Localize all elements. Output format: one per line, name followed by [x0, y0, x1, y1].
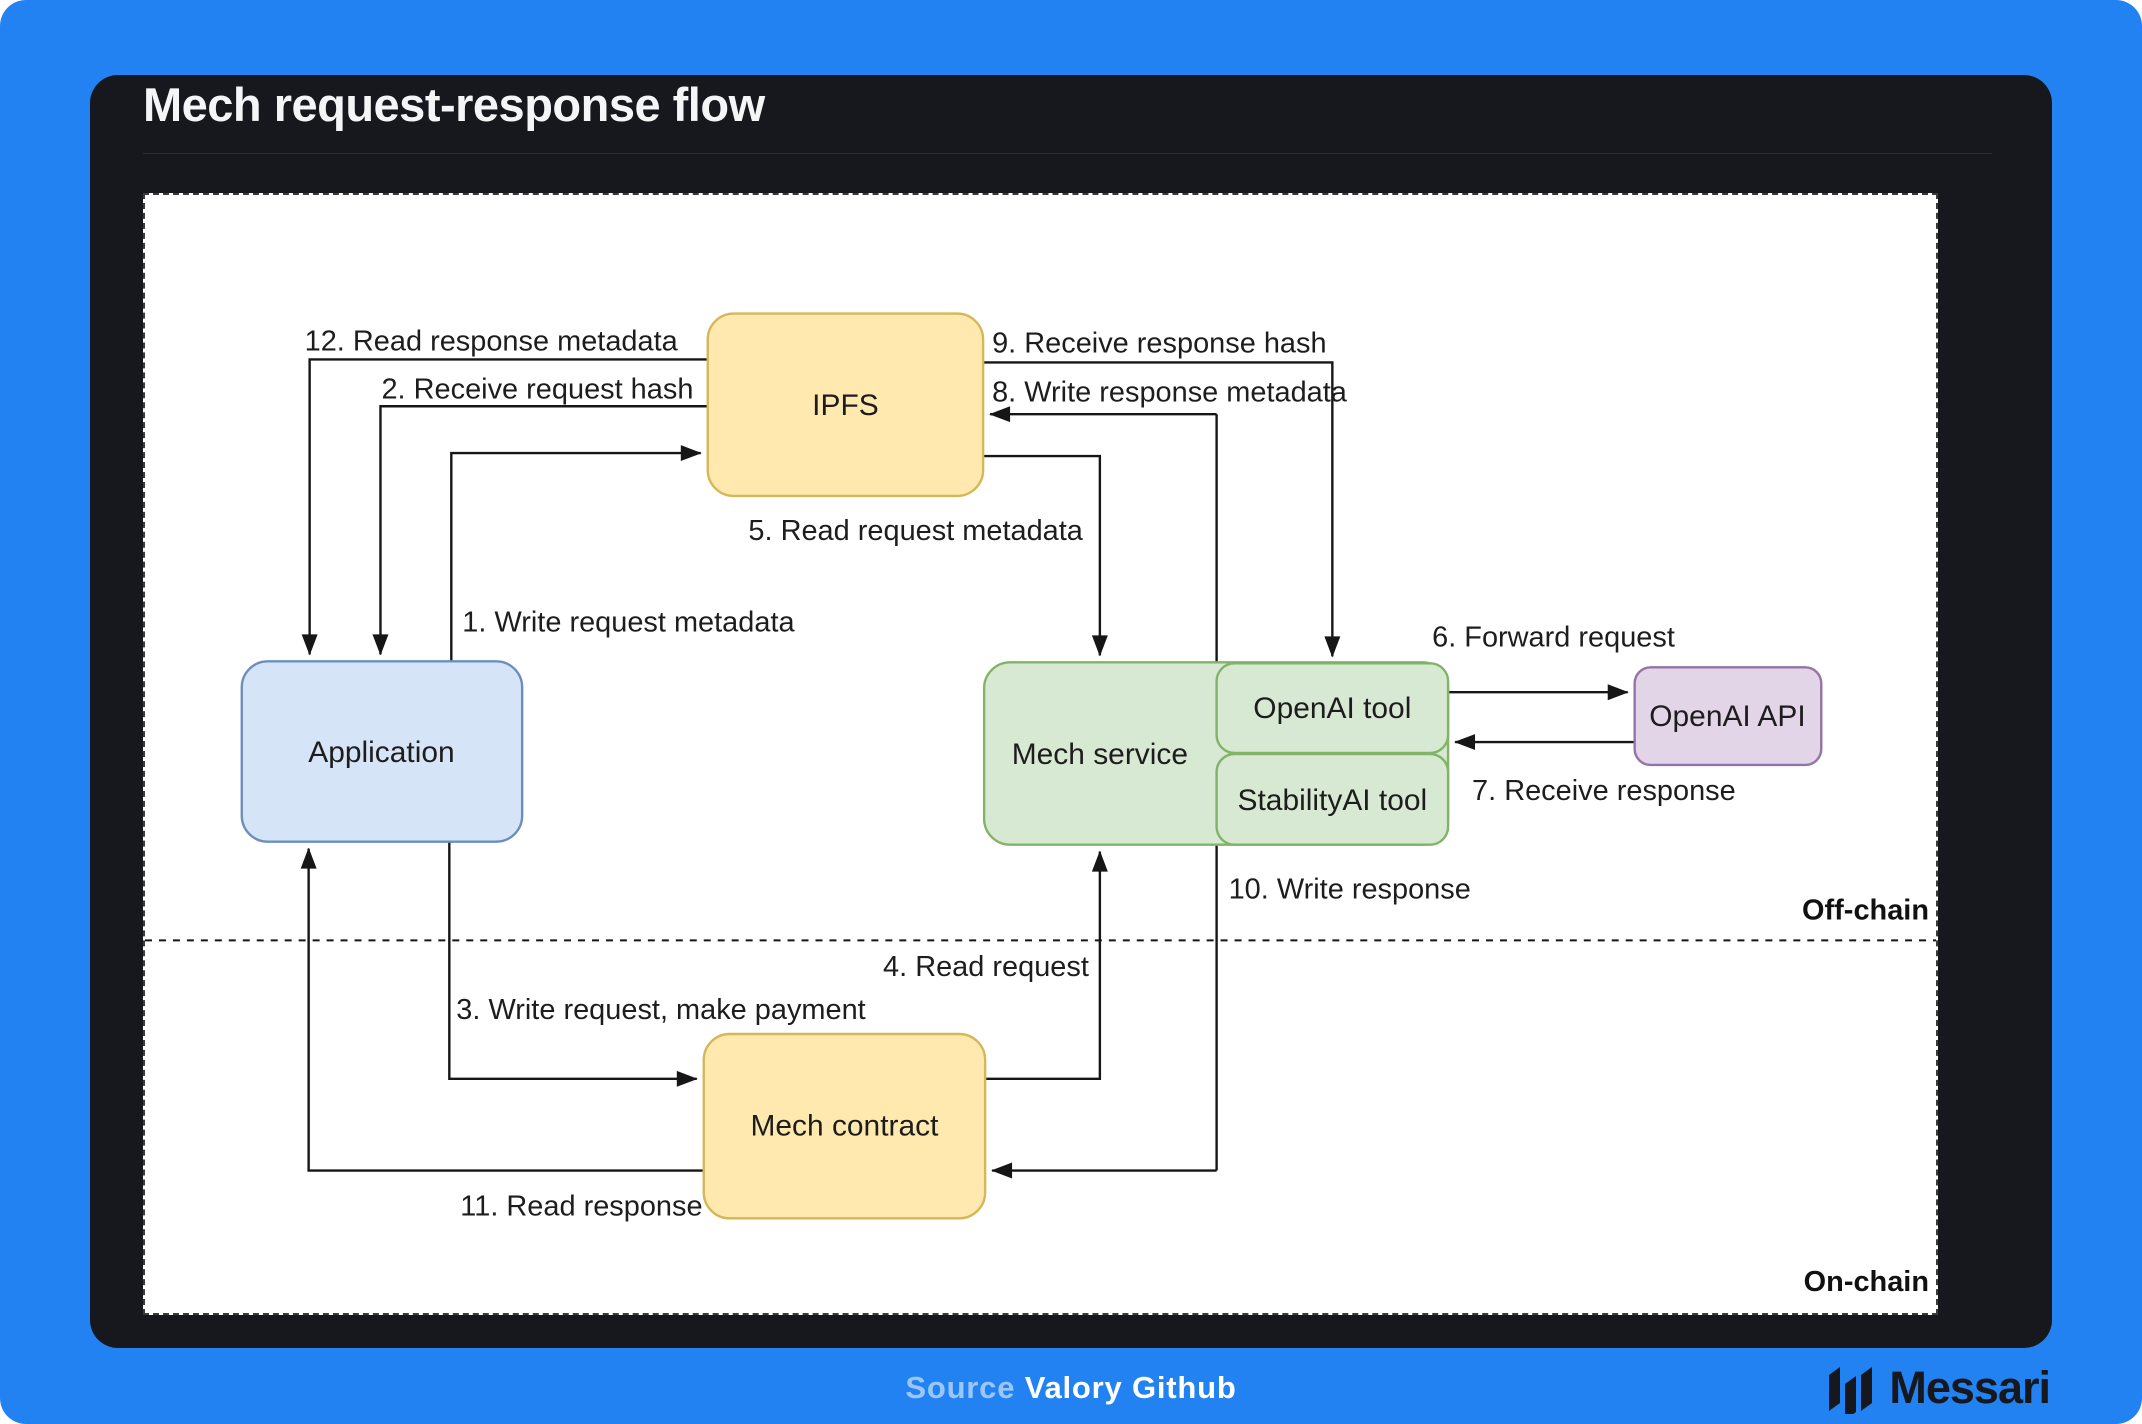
edge-3-write-request-make-payment-line	[448, 841, 698, 1087]
node-mech-contract-label: Mech contract	[750, 1110, 939, 1143]
flow-diagram: IPFS Application Mech service OpenAI too…	[145, 312, 1936, 1298]
edge-9-receive-response-hash-line	[983, 361, 1341, 658]
node-openai-api-label: OpenAI API	[1649, 700, 1805, 733]
footer: Source Valory Github Messari	[0, 1352, 2142, 1424]
node-mech-service-label: Mech service	[1012, 738, 1188, 771]
edge-12-label: 12. Read response metadata	[305, 325, 679, 357]
node-stabilityai-tool	[1215, 752, 1450, 846]
node-ipfs-label: IPFS	[812, 389, 879, 422]
messari-brand: Messari	[1827, 1362, 2051, 1414]
edge-5-label: 5. Read request metadata	[748, 515, 1083, 547]
node-mech-contract	[702, 1032, 987, 1220]
source-name: Valory Github	[1024, 1370, 1237, 1405]
messari-wordmark: Messari	[1889, 1362, 2051, 1413]
edge-1-label: 1. Write request metadata	[462, 606, 795, 638]
node-openai-tool-label: OpenAI tool	[1253, 692, 1411, 725]
edge-7-label: 7. Receive response	[1472, 775, 1736, 807]
edge-1-write-request-metadata-line	[450, 445, 702, 662]
source-label: Source	[905, 1370, 1016, 1405]
edge-10-label: 10. Write response	[1229, 873, 1471, 905]
edge-9-label: 9. Receive response hash	[992, 327, 1326, 359]
node-ipfs	[706, 312, 985, 498]
node-stabilityai-tool-label: StabilityAI tool	[1238, 784, 1428, 817]
edge-4-label: 4. Read request	[883, 951, 1089, 983]
edge-2-label: 2. Receive request hash	[381, 373, 693, 405]
node-application	[240, 660, 524, 843]
edge-2-receive-request-hash-line	[372, 405, 708, 656]
diagram-card: Mech request-response flow	[90, 75, 2052, 1348]
node-openai-api	[1633, 666, 1823, 767]
edge-11-label: 11. Read response	[460, 1190, 702, 1222]
source-attribution: Source Valory Github	[905, 1370, 1236, 1406]
page-title: Mech request-response flow	[143, 78, 765, 131]
edge-6-label: 6. Forward request	[1432, 621, 1675, 653]
edge-4-read-request-line	[985, 850, 1108, 1081]
edge-3-label: 3. Write request, make payment	[456, 994, 865, 1026]
title-separator	[143, 153, 1992, 154]
edge-12-read-response-metadata-line	[301, 358, 708, 656]
zone-on-chain-label: On-chain	[1804, 1266, 1929, 1298]
node-application-label: Application	[308, 736, 454, 769]
messari-logo-icon	[1829, 1367, 1873, 1414]
edge-11-read-response-line	[300, 847, 704, 1172]
edge-8-label: 8. Write response metadata	[992, 376, 1348, 408]
edge-5-read-request-metadata-line	[983, 454, 1108, 657]
diagram-canvas: IPFS Application Mech service OpenAI too…	[143, 193, 1938, 1315]
zone-off-chain-label: Off-chain	[1802, 894, 1929, 926]
